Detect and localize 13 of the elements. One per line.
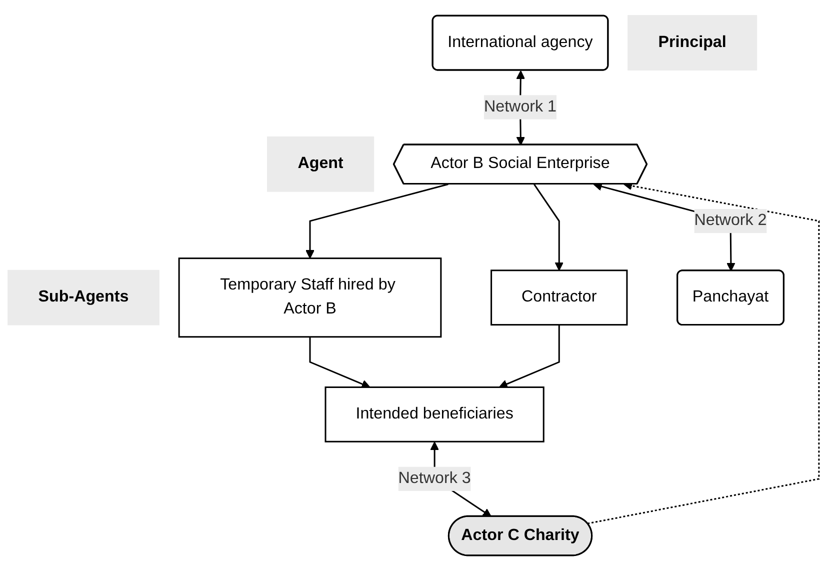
node-label: Sub-Agents xyxy=(38,288,129,306)
edge-label: Network 1 xyxy=(484,98,557,116)
arrow xyxy=(498,324,560,388)
node-box: Contractor xyxy=(490,270,628,326)
node-box: Temporary Staff hired by Actor B xyxy=(178,258,442,338)
arrow xyxy=(306,184,448,259)
node-label: Principal xyxy=(658,34,726,51)
node-label: Agent xyxy=(298,155,344,172)
edge-label: Network 2 xyxy=(694,212,767,230)
edge-label: Network 3 xyxy=(398,470,471,487)
arrow xyxy=(534,184,564,271)
arrow xyxy=(309,336,370,388)
node-box: Intended beneficiaries xyxy=(324,386,544,442)
